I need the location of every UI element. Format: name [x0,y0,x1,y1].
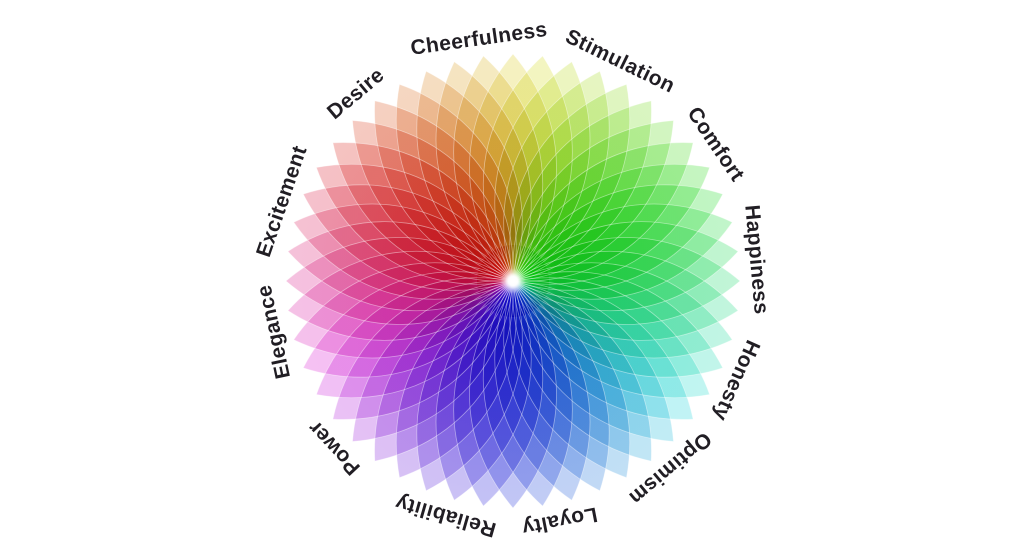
petal-outline [512,203,733,300]
petal-outline [512,280,694,420]
petal-outline [416,280,523,492]
petal-outline [374,280,514,462]
petal-outline [395,83,517,282]
petal-outline [469,280,557,509]
petal-outline [453,280,544,507]
petal-outline [395,280,517,479]
petal-outline [287,250,514,341]
petal-outline [287,221,514,312]
petal-outline [509,280,631,479]
petal-outline [494,61,591,282]
petal-outline [315,277,514,399]
petal-outline [332,142,514,282]
petal-outline [482,55,573,282]
petal-outline [512,142,694,282]
petal-outline [435,61,532,282]
petal-outline [503,70,610,282]
petal-outline [302,271,514,378]
petal-outline [352,280,514,442]
petal-outline [332,280,514,420]
petal-outline [512,280,674,442]
lattice-lines [285,53,741,509]
petal-outline [302,184,514,291]
petal-outline [469,53,557,282]
petal-outline [285,237,514,325]
petal-outline [352,120,514,282]
petal-outline [512,100,652,282]
petal-outline [512,163,711,285]
petal-outline [503,280,610,492]
petal-outline [482,280,573,507]
petal-outline [512,280,652,462]
petal [453,55,543,281]
petal-outline [512,277,711,399]
petal-outline [512,262,733,359]
petal-outline [512,237,741,325]
petal-outline [315,163,514,285]
petal-layer [286,54,740,508]
petal-outline [512,221,739,312]
petal-outline [293,262,514,359]
petal-outline [293,203,514,300]
petal-outline [509,83,631,282]
petal-outline [435,280,532,501]
center-highlight [500,268,526,294]
petal-outline [374,100,514,282]
petal-outline [416,70,523,282]
petal-outline [512,184,724,291]
petal-outline [512,271,724,378]
petal-outline [453,55,544,282]
petal-outline [512,250,739,341]
petal-outline [494,280,591,501]
petal-outline [512,120,674,282]
